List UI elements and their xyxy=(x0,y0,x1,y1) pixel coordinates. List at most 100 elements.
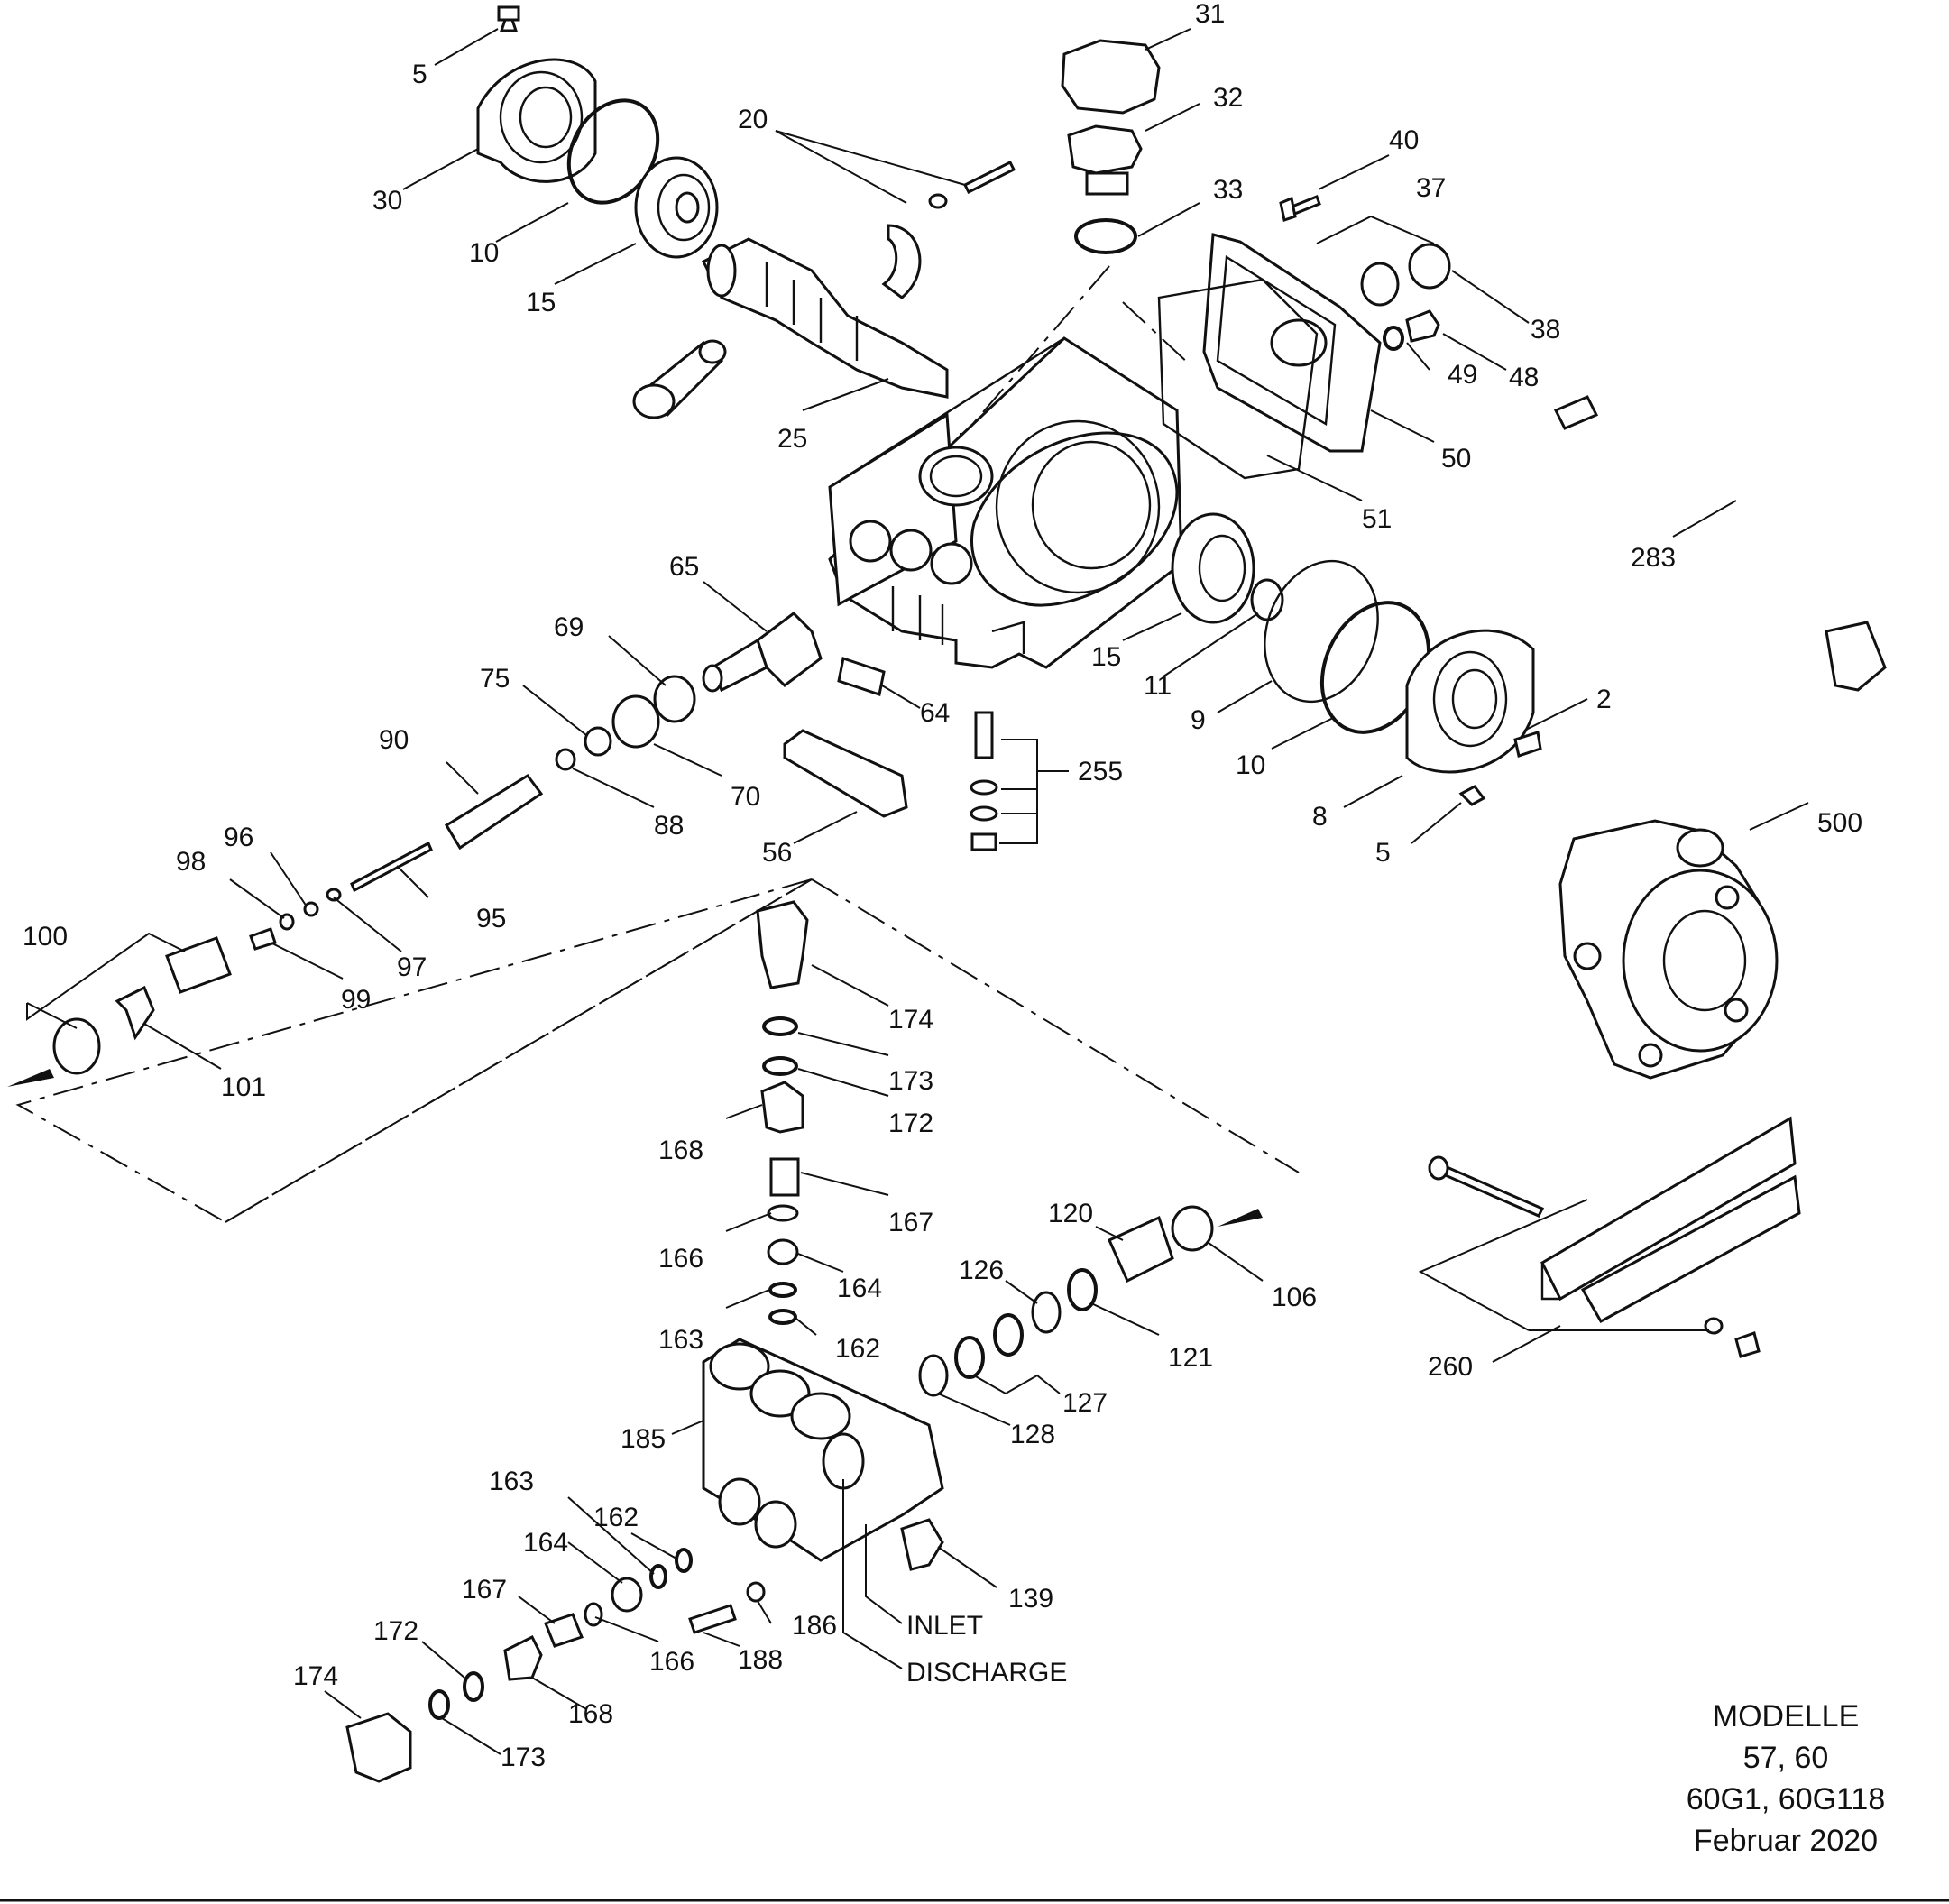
label-5-top: 5 xyxy=(412,60,427,89)
label-64: 64 xyxy=(920,698,950,728)
label-126: 126 xyxy=(959,1256,1004,1285)
label-172-top: 172 xyxy=(888,1108,933,1138)
hose-283 xyxy=(1553,367,1887,692)
label-9: 9 xyxy=(1191,705,1206,735)
o-ring-162-bottom xyxy=(675,1548,693,1573)
label-500: 500 xyxy=(1817,808,1862,838)
label-167-bottom: 167 xyxy=(462,1575,507,1605)
label-162-top: 162 xyxy=(835,1334,880,1364)
label-163-top: 163 xyxy=(658,1325,703,1355)
label-65: 65 xyxy=(669,552,699,582)
caption-line-3: 60G1, 60G118 xyxy=(1686,1782,1886,1817)
label-88: 88 xyxy=(654,811,684,841)
plunger-90 xyxy=(444,774,544,851)
label-127: 127 xyxy=(1062,1388,1108,1418)
washer-97 xyxy=(326,888,342,902)
sleeve-100 xyxy=(165,936,232,994)
seal-126 xyxy=(1031,1291,1062,1334)
o-ring-162-top xyxy=(768,1309,797,1325)
label-185: 185 xyxy=(621,1424,666,1454)
valve-plug-174-top xyxy=(756,900,809,989)
label-75: 75 xyxy=(480,664,510,694)
o-ring-172-bottom xyxy=(463,1671,484,1702)
plug-37 xyxy=(1408,243,1451,290)
label-5-right: 5 xyxy=(1375,838,1391,868)
label-15-right: 15 xyxy=(1091,642,1121,672)
label-163-bottom: 163 xyxy=(489,1467,534,1496)
valve-seat-164-bottom xyxy=(611,1577,643,1613)
o-ring-121 xyxy=(1067,1268,1098,1311)
model-caption: MODELLE 57, 60 60G1, 60G118 Februar 2020 xyxy=(1641,1696,1930,1862)
label-168-bottom: 168 xyxy=(568,1699,613,1729)
seal-69 xyxy=(653,675,696,723)
plug-139 xyxy=(900,1518,944,1571)
label-166-top: 166 xyxy=(658,1244,703,1274)
label-25: 25 xyxy=(777,424,807,454)
label-166-bottom: 166 xyxy=(649,1647,694,1677)
label-174-bottom: 174 xyxy=(293,1661,338,1691)
label-106: 106 xyxy=(1272,1283,1317,1312)
plug-cap-31 xyxy=(1061,39,1161,115)
connecting-rod xyxy=(632,339,727,419)
washer-38 xyxy=(1360,262,1400,307)
bearing-15-top xyxy=(634,156,719,259)
label-48: 48 xyxy=(1509,363,1539,392)
label-37: 37 xyxy=(1416,173,1446,203)
label-96: 96 xyxy=(224,823,253,852)
bearing-cover-8 xyxy=(1405,629,1535,774)
washer-96 xyxy=(303,901,319,917)
o-ring-163-top xyxy=(768,1282,797,1298)
label-139: 139 xyxy=(1008,1584,1053,1614)
leader-lines xyxy=(26,28,1809,1755)
caption-line-1: MODELLE xyxy=(1712,1699,1860,1734)
label-90: 90 xyxy=(379,725,409,755)
label-101: 101 xyxy=(221,1072,266,1102)
label-30: 30 xyxy=(372,186,402,216)
valve-plug-174-bottom xyxy=(345,1712,412,1783)
label-121: 121 xyxy=(1168,1343,1213,1373)
label-255: 255 xyxy=(1078,757,1123,786)
o-ring-172-top xyxy=(762,1056,798,1076)
plug-48 xyxy=(1405,309,1440,343)
washer-75 xyxy=(584,726,612,757)
label-97: 97 xyxy=(397,952,427,982)
valve-plate-166-top xyxy=(767,1204,799,1222)
crankshaft-25 xyxy=(701,237,949,399)
retainer-120 xyxy=(1108,1215,1174,1283)
valve-seat-164-top xyxy=(767,1238,799,1265)
key-2 xyxy=(1513,731,1542,758)
pin-64 xyxy=(837,657,886,696)
label-15-top: 15 xyxy=(526,288,556,317)
label-10-right: 10 xyxy=(1236,750,1265,780)
label-50: 50 xyxy=(1441,444,1471,474)
rear-cover-50 xyxy=(1202,233,1382,453)
caption-line-4: Februar 2020 xyxy=(1693,1824,1879,1858)
o-ring-163-bottom xyxy=(649,1564,667,1589)
seal-70 xyxy=(611,694,660,749)
screw-5-right xyxy=(1458,785,1486,806)
oil-tray-56 xyxy=(783,729,908,818)
label-260: 260 xyxy=(1428,1352,1473,1382)
o-ring-173-top xyxy=(762,1016,798,1036)
crankcase-housing xyxy=(828,336,1183,669)
label-283: 283 xyxy=(1631,543,1676,573)
label-69: 69 xyxy=(554,612,584,642)
label-168-top: 168 xyxy=(658,1136,703,1165)
label-56: 56 xyxy=(762,838,792,868)
label-49: 49 xyxy=(1448,360,1477,390)
manifold-185 xyxy=(702,1338,944,1562)
screw-5-top xyxy=(497,5,520,32)
label-95: 95 xyxy=(476,904,506,934)
label-173-bottom: 173 xyxy=(501,1743,546,1772)
label-120: 120 xyxy=(1048,1199,1093,1228)
ring-106 xyxy=(1171,1205,1214,1252)
label-11: 11 xyxy=(1144,671,1172,701)
arrow-right xyxy=(1218,1209,1263,1227)
label-20: 20 xyxy=(738,105,768,134)
label-33: 33 xyxy=(1213,175,1243,205)
label-38: 38 xyxy=(1531,315,1560,345)
gasket-51 xyxy=(1157,278,1319,480)
tab-101 xyxy=(115,985,155,1041)
gasket-9 xyxy=(1264,559,1379,704)
label-188: 188 xyxy=(738,1645,783,1675)
